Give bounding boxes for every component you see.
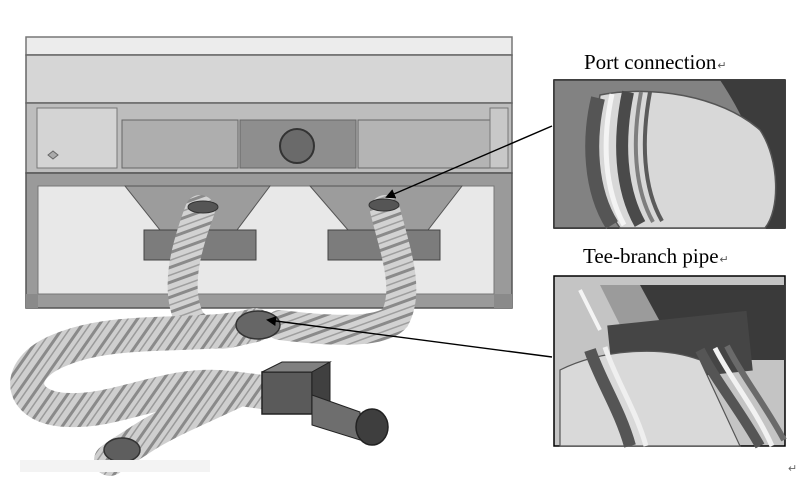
blower-box: [261, 371, 313, 415]
hose-assembly: [10, 195, 417, 476]
tee-branch-inset: [553, 275, 787, 449]
nozzle-opening: [355, 408, 389, 446]
mid-drawer-left: [121, 119, 239, 169]
left-door-panel: [36, 107, 118, 169]
door-knob-icon: [47, 150, 59, 160]
port-connection-label: Port connection↵: [584, 50, 727, 75]
right-side-strip: [489, 107, 509, 169]
hose-end-cap: [103, 437, 141, 463]
cabinet-top-panel: [25, 54, 513, 104]
blower-nozzle: [311, 394, 361, 441]
port-connection-inset: [553, 79, 786, 229]
port-connection-text: Port connection: [584, 50, 717, 74]
tee-branch-pointer: [266, 316, 553, 358]
left-port-ring: [187, 200, 219, 214]
paragraph-mark: ↵: [717, 60, 727, 72]
right-drop-hose: [265, 195, 417, 345]
floor-shadow: [20, 460, 210, 472]
cabinet-top-bar: [25, 36, 513, 56]
left-leg: [26, 294, 38, 308]
right-leg: [494, 294, 512, 308]
port-connection-pointer: [385, 125, 553, 199]
mid-drawer-right: [357, 119, 491, 169]
right-port-ring: [368, 198, 400, 212]
tee-junction: [235, 310, 281, 340]
center-port-circle: [279, 128, 315, 164]
paragraph-mark: ↵: [719, 254, 729, 266]
machine-cabinet: [25, 36, 513, 309]
tee-branch-pipe-text: Tee-branch pipe: [583, 244, 719, 268]
paragraph-mark-corner: ↵: [788, 463, 798, 475]
tee-branch-pipe-label: Tee-branch pipe↵: [583, 244, 729, 269]
